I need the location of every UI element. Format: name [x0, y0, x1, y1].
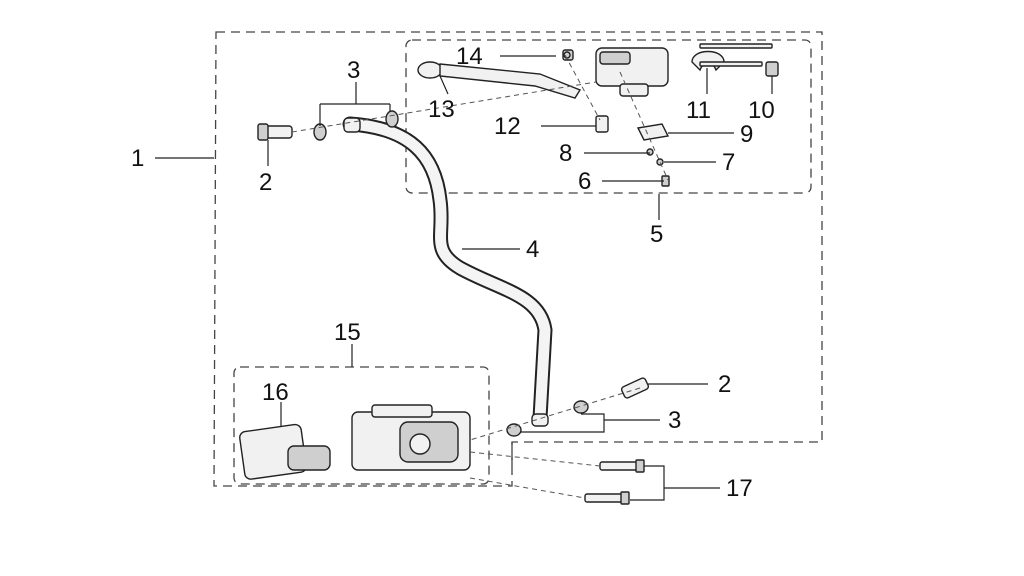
callout-2: 2	[718, 371, 731, 398]
banjo-bolt-upper	[257, 123, 293, 141]
hose-upper-fitting	[343, 117, 361, 133]
callout-4: 4	[526, 236, 539, 263]
leader-13	[439, 75, 449, 95]
callout-15: 15	[334, 319, 361, 346]
alignment-line-lever	[564, 54, 601, 121]
leader-3b	[520, 413, 660, 433]
callout-14: 14	[456, 43, 483, 70]
leader-17	[630, 465, 720, 501]
callout-9: 9	[740, 121, 753, 148]
callout-6: 6	[578, 168, 591, 195]
callout-16: 16	[262, 379, 289, 406]
handlebar-clamp	[691, 50, 725, 72]
alignment-line-bolt17b	[469, 477, 586, 499]
callout-7: 7	[722, 149, 735, 176]
callout-2: 2	[259, 169, 272, 196]
master-cylinder-body	[595, 47, 669, 97]
callout-17: 17	[726, 475, 753, 502]
sealing-washers-lower	[506, 400, 589, 437]
callout-3: 3	[347, 57, 360, 84]
callout-1: 1	[131, 145, 144, 172]
assembly-1-boundary	[213, 31, 823, 487]
callout-13: 13	[428, 96, 455, 123]
callout-5: 5	[650, 221, 663, 248]
brake-pads	[239, 423, 331, 480]
reservoir-bracket	[636, 123, 670, 141]
caliper-mounting-bolts	[584, 459, 645, 505]
leader-3a	[319, 82, 391, 126]
brake-light-switch	[595, 115, 609, 133]
callout-11: 11	[686, 97, 711, 124]
caliper-group-15-boundary	[233, 366, 490, 485]
alignment-line-bolt17a	[469, 451, 601, 467]
brake-hose-inner	[344, 118, 551, 424]
callout-12: 12	[494, 113, 521, 140]
callout-10: 10	[748, 97, 775, 124]
callout-8: 8	[559, 140, 572, 167]
alignment-line-bolt	[619, 71, 669, 181]
callout-3: 3	[668, 407, 681, 434]
sealing-washers-upper	[313, 110, 399, 141]
banjo-bolt-lower	[620, 377, 650, 399]
alignment-line-lower	[469, 387, 641, 441]
clamp-bolts	[699, 43, 779, 77]
brake-hose	[342, 116, 553, 426]
master-cylinder-group-5-boundary	[405, 39, 812, 194]
alignment-line-upper	[291, 81, 597, 133]
brake-caliper	[351, 404, 471, 471]
